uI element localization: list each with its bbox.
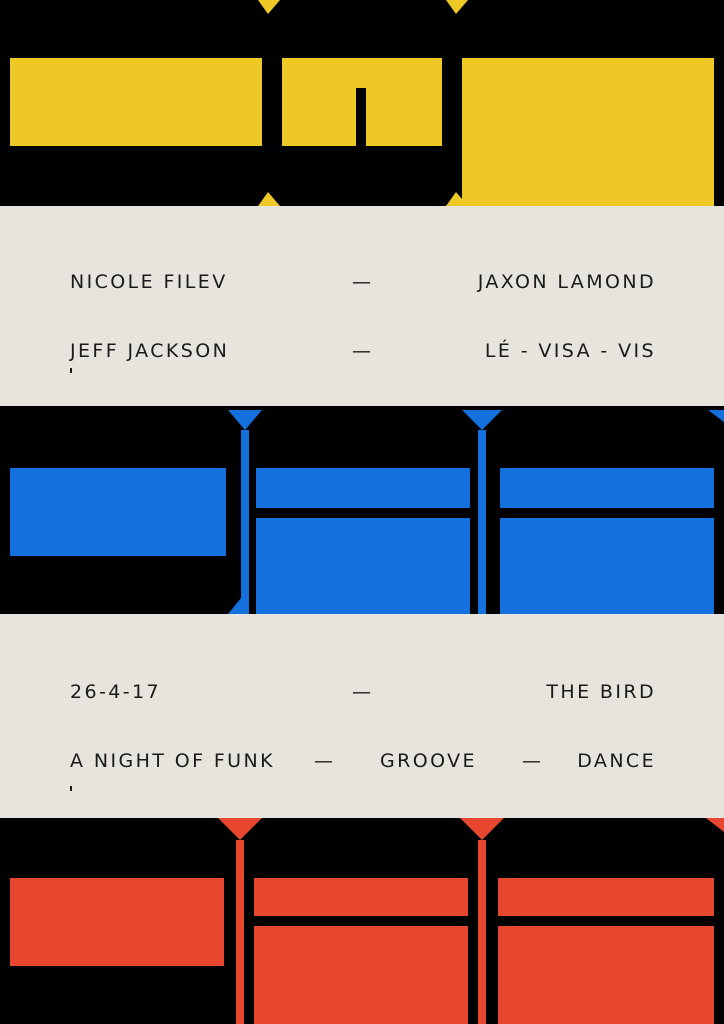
- yellow-block: [282, 58, 356, 146]
- red-stem: [236, 840, 244, 1024]
- artist-nicole-filev: NICOLE FILEV: [70, 271, 228, 293]
- artist-le-visa-vis: LÉ - VISA - VIS: [484, 340, 656, 362]
- separator-dash: —: [314, 750, 336, 772]
- blue-block: [500, 468, 714, 508]
- red-block: [254, 878, 468, 916]
- artist-jeff-jackson: JEFF JACKSON: [70, 340, 230, 362]
- blue-block: [500, 518, 714, 614]
- red-notch: [706, 818, 724, 832]
- red-block: [10, 878, 224, 966]
- red-notch: [218, 818, 262, 840]
- event-activity: DANCE: [577, 750, 656, 772]
- blue-letterforms: [10, 410, 724, 614]
- yellow-notch: [446, 192, 468, 206]
- separator-dash: —: [352, 681, 374, 703]
- separator-dash: —: [522, 750, 544, 772]
- speck-mark: [70, 786, 72, 791]
- event-tagline: A NIGHT OF FUNK: [70, 750, 275, 772]
- artist-jaxon-lamond: JAXON LAMOND: [477, 271, 656, 293]
- event-date: 26-4-17: [70, 681, 161, 703]
- yellow-notch: [446, 0, 468, 14]
- blue-graphic-band: [0, 406, 724, 614]
- blue-notch: [708, 410, 724, 422]
- lineup-row-1: NICOLE FILEV — JAXON LAMOND: [70, 268, 656, 296]
- blue-block: [10, 468, 226, 556]
- yellow-block: [356, 58, 366, 88]
- red-graphic-band: [0, 818, 724, 1024]
- separator-dash: —: [352, 340, 374, 362]
- blue-notch: [462, 410, 502, 430]
- red-notch: [460, 818, 504, 840]
- blue-stem: [478, 430, 486, 614]
- red-stem: [478, 840, 486, 1024]
- red-block: [498, 926, 714, 1024]
- speck-mark: [70, 368, 72, 373]
- event-genre: GROOVE: [380, 750, 477, 772]
- separator-dash: —: [352, 271, 374, 293]
- event-panel: 26-4-17 — THE BIRD A NIGHT OF FUNK — GRO…: [0, 614, 724, 818]
- red-block: [498, 878, 714, 916]
- lineup-row-2: JEFF JACKSON — LÉ - VISA - VIS: [70, 337, 656, 365]
- yellow-block: [462, 58, 714, 206]
- yellow-notch: [258, 192, 280, 206]
- lineup-panel: NICOLE FILEV — JAXON LAMOND JEFF JACKSON…: [0, 206, 724, 406]
- blue-notch: [228, 410, 262, 430]
- yellow-letterforms: [10, 0, 714, 206]
- yellow-block: [366, 58, 442, 146]
- blue-stem: [241, 430, 249, 614]
- event-row-1: 26-4-17 — THE BIRD: [70, 678, 656, 706]
- yellow-block: [10, 58, 262, 146]
- blue-notch: [228, 598, 241, 614]
- blue-block: [256, 518, 470, 614]
- yellow-notch: [258, 0, 280, 14]
- event-venue: THE BIRD: [546, 681, 656, 703]
- red-letterforms: [10, 818, 724, 1024]
- red-block: [254, 926, 468, 1024]
- event-row-2: A NIGHT OF FUNK — GROOVE — DANCE: [70, 747, 656, 775]
- yellow-graphic-band: [0, 0, 724, 206]
- blue-block: [256, 468, 470, 508]
